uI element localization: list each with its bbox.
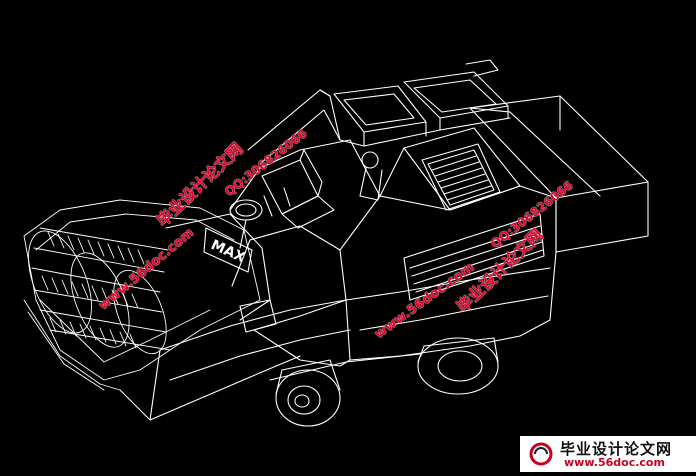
engine-housing-top [403, 127, 521, 211]
fender-left [253, 329, 351, 367]
front-wheel [275, 359, 341, 427]
feeder-house [119, 213, 351, 421]
undercarriage [269, 353, 421, 381]
steering-wheel [229, 187, 291, 249]
engine-housing-inner-line [379, 147, 405, 197]
corner-site-logo: 毕业设计论文网 www.56doc.com [520, 436, 696, 472]
engine-housing-rib [359, 295, 549, 331]
corner-site-url: www.56doc.com [564, 456, 665, 469]
radiator-grille [421, 143, 501, 211]
grain-box-left [333, 85, 427, 147]
rear-body-block [469, 95, 649, 253]
operator-seat [261, 149, 383, 229]
rear-body-inner [469, 107, 601, 197]
rear-body-top [469, 95, 649, 199]
cab-lower-panel [231, 225, 347, 331]
header-tray [23, 199, 261, 381]
rear-wheel [417, 337, 499, 395]
corner-site-title: 毕业设计论文网 [560, 440, 673, 458]
cab-back [261, 109, 341, 163]
side-vent [403, 213, 545, 301]
cab-floor [229, 139, 381, 211]
circle-logo-icon [529, 442, 553, 466]
grain-box-right [403, 59, 509, 131]
cab-frame [229, 89, 381, 331]
cab-front-post [247, 89, 331, 151]
header-reel [23, 199, 261, 391]
